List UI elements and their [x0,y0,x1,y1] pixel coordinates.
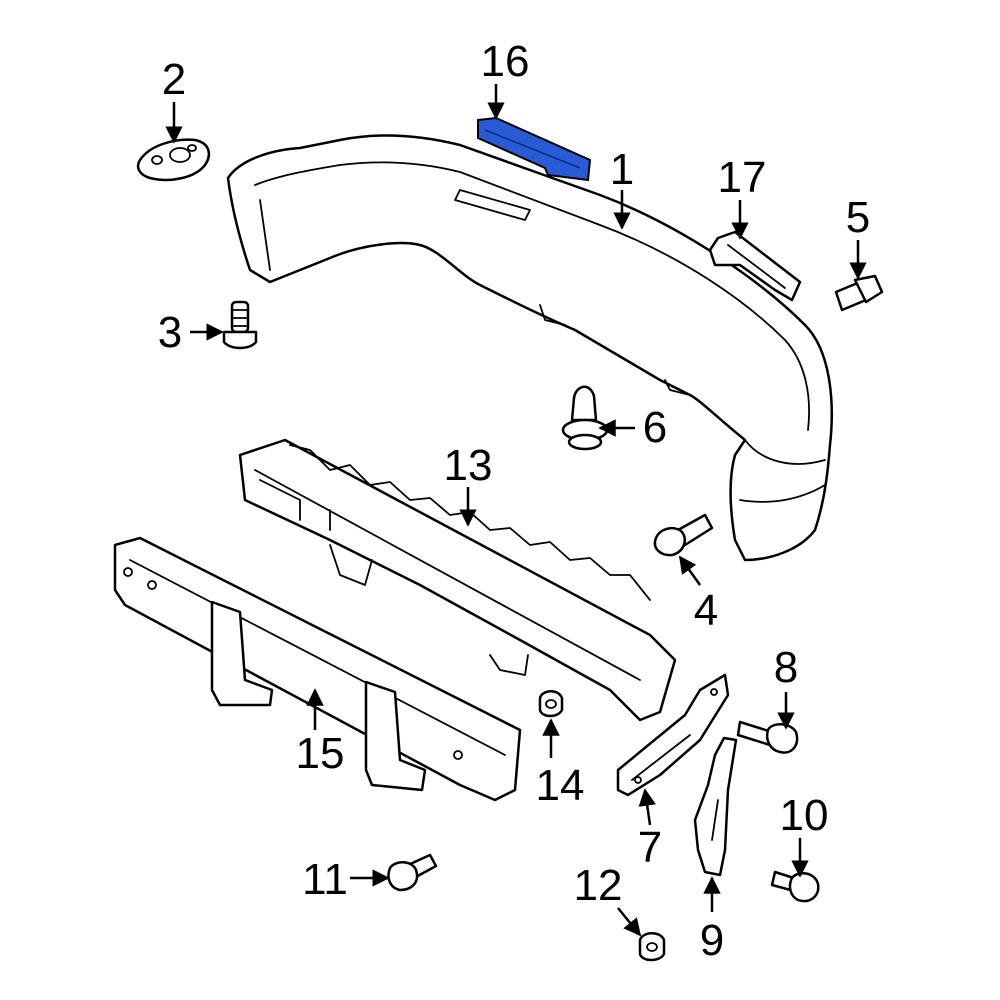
callout-5: 5 [846,193,870,242]
callout-1: 1 [610,145,634,194]
callout-13: 13 [444,441,493,490]
part-bracket-16-highlighted[interactable] [477,116,592,182]
callout-7: 7 [638,823,662,872]
part-pad-2[interactable] [136,138,211,182]
leader-4 [678,555,702,586]
part-clip-6[interactable] [561,385,609,451]
part-absorber-13[interactable] [238,438,677,722]
callout-8: 8 [774,643,798,692]
callout-6: 6 [643,403,667,452]
part-bracket-7[interactable] [616,673,730,797]
leader-lines [165,84,867,937]
part-nut-14[interactable] [538,690,564,718]
part-bumper-cover[interactable] [226,134,833,562]
part-bracket-9[interactable] [693,736,738,877]
callout-4: 4 [694,586,718,635]
leader-7 [638,788,656,826]
callout-9: 9 [700,916,724,965]
part-bracket-17[interactable] [708,230,802,302]
callout-14: 14 [536,761,585,810]
part-bolt-10[interactable] [770,870,820,903]
part-bolt-11[interactable] [387,853,438,892]
callout-11: 11 [302,855,348,904]
leader-12 [617,907,642,937]
part-bolt-8[interactable] [736,720,799,754]
callout-2: 2 [162,55,186,104]
callout-16: 16 [481,37,530,86]
part-bolt-5[interactable] [834,274,884,312]
callout-12: 12 [574,861,623,910]
part-reinforcement-15[interactable] [113,536,522,802]
callout-3: 3 [158,308,182,357]
callout-15: 15 [296,729,345,778]
callout-17: 17 [718,153,767,202]
callout-labels: 1 2 3 4 5 6 7 8 9 10 11 12 13 14 15 16 1… [158,37,870,965]
part-bolt-3[interactable] [222,300,258,350]
part-nut-12[interactable] [638,932,666,962]
part-bolt-4[interactable] [653,513,714,557]
callout-10: 10 [780,791,829,840]
